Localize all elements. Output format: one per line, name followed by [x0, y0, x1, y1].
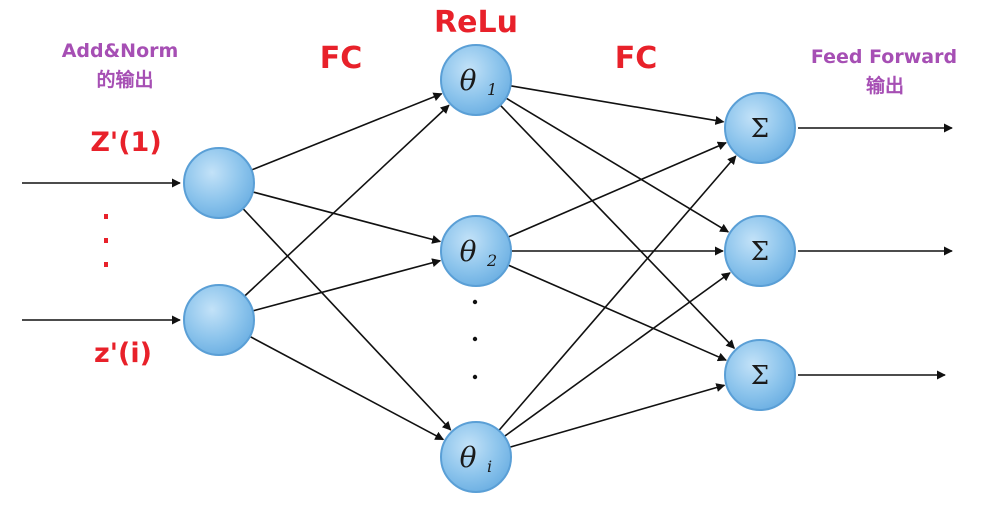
fc1-edge-2-3	[249, 335, 445, 441]
fc2-edge-3-1	[498, 155, 737, 432]
input-node-1	[183, 147, 255, 219]
relu-label: ReLu	[434, 5, 518, 40]
svg-text:i: i	[487, 457, 492, 476]
output-node-3: Σ	[724, 339, 796, 411]
input-title-line2: 的输出	[96, 68, 153, 91]
svg-text:Σ: Σ	[751, 114, 769, 144]
svg-text:1: 1	[487, 80, 497, 99]
fc-right-label: FC	[615, 41, 658, 76]
svg-text:θ: θ	[460, 64, 477, 97]
fc-left-label: FC	[320, 41, 363, 76]
hidden-node-1: θ 1	[440, 44, 512, 116]
svg-text:2: 2	[486, 251, 497, 270]
fc2-edge-1-3	[499, 104, 735, 349]
fc2-edge-2-1	[507, 141, 727, 238]
hidden-node-3: θ i	[440, 421, 512, 493]
fc2-edge-1-2	[505, 97, 730, 233]
input-title-line1: Add&Norm	[62, 40, 179, 62]
fc1-edge-2-2	[252, 258, 442, 312]
output-node-2: Σ	[724, 215, 796, 287]
fc2-edge-2-3	[507, 264, 727, 362]
fc1-edge-1-3	[242, 207, 452, 431]
svg-text:Σ: Σ	[751, 237, 769, 267]
input-ellipsis	[104, 214, 108, 267]
fc2-edge-1-1	[510, 85, 725, 125]
output-title-line1: Feed Forward	[811, 46, 957, 68]
output-title-line2: 输出	[866, 74, 904, 97]
input-bottom-label: z'(i)	[94, 338, 152, 369]
fc2-edge-3-3	[509, 383, 726, 449]
fc1-edge-1-2	[252, 191, 442, 244]
svg-text:Σ: Σ	[751, 361, 769, 391]
connection-edges	[242, 85, 737, 449]
output-node-1: Σ	[724, 92, 796, 164]
svg-text:θ: θ	[460, 441, 477, 474]
input-node-2	[183, 284, 255, 356]
fc1-edge-2-1	[244, 104, 450, 297]
hidden-node-2: θ 2	[440, 215, 512, 287]
fc1-edge-1-1	[251, 92, 443, 171]
fc2-edge-3-2	[503, 272, 731, 438]
hidden-ellipsis	[472, 299, 478, 380]
input-top-label: Z'(1)	[90, 127, 161, 158]
svg-text:θ: θ	[460, 235, 477, 268]
